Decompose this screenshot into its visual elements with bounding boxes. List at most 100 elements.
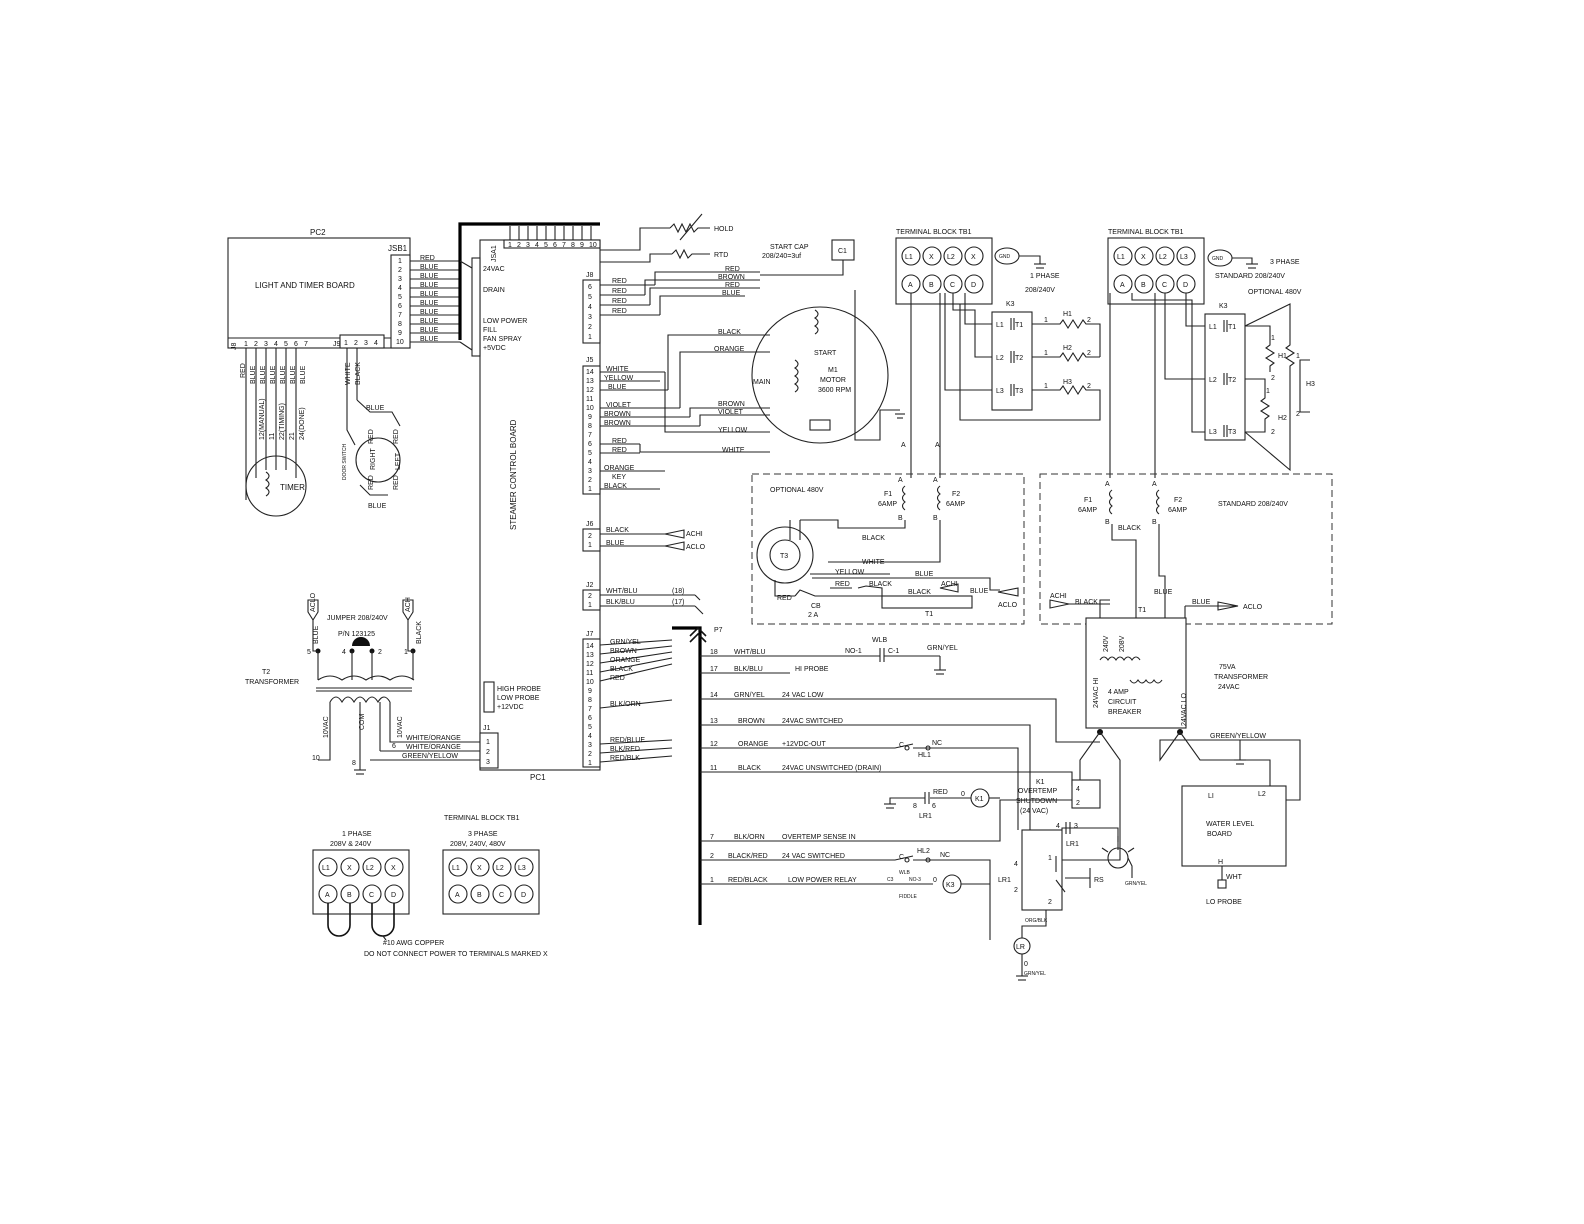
svg-text:RED: RED — [612, 298, 627, 305]
svg-text:0: 0 — [961, 791, 965, 798]
svg-text:12: 12 — [586, 661, 594, 668]
svg-text:A: A — [1120, 282, 1125, 289]
svg-text:OVERTEMP SENSE IN: OVERTEMP SENSE IN — [782, 834, 856, 841]
svg-text:C: C — [499, 892, 504, 899]
svg-text:P7: P7 — [714, 627, 723, 634]
svg-text:T3: T3 — [780, 553, 788, 560]
svg-text:2: 2 — [588, 593, 592, 600]
svg-text:3: 3 — [1074, 823, 1078, 830]
svg-text:BLACK: BLACK — [1118, 525, 1141, 532]
svg-text:C: C — [950, 282, 955, 289]
svg-text:4: 4 — [535, 242, 539, 249]
svg-text:J8: J8 — [586, 272, 594, 279]
pc1-j7: J7 14 13 12 11 10 9 8 7 6 5 4 3 2 1 GRN/… — [582, 631, 673, 768]
svg-text:D: D — [971, 282, 976, 289]
svg-text:GRN/YEL: GRN/YEL — [927, 645, 958, 652]
pc1-board-name: STEAMER CONTROL BOARD — [509, 419, 518, 530]
svg-text:+5VDC: +5VDC — [483, 345, 506, 352]
svg-text:MOTOR: MOTOR — [820, 377, 846, 384]
svg-text:+12VDC-OUT: +12VDC-OUT — [782, 741, 826, 748]
svg-text:75VA: 75VA — [1219, 664, 1236, 671]
svg-text:LR: LR — [1016, 944, 1025, 951]
svg-text:BLACK: BLACK — [738, 765, 761, 772]
svg-text:GND: GND — [999, 254, 1011, 260]
svg-text:24VAC LO: 24VAC LO — [1181, 693, 1188, 726]
svg-text:A: A — [908, 282, 913, 289]
svg-text:BLUE: BLUE — [420, 336, 439, 343]
svg-text:BLUE: BLUE — [420, 300, 439, 307]
svg-text:2: 2 — [486, 749, 490, 756]
svg-text:T2: T2 — [1228, 377, 1236, 384]
svg-text:BLK/BLU: BLK/BLU — [734, 666, 763, 673]
svg-text:3: 3 — [364, 340, 368, 347]
svg-text:1 PHASE: 1 PHASE — [342, 831, 372, 838]
svg-text:B: B — [929, 282, 934, 289]
svg-text:OPTIONAL 480V: OPTIONAL 480V — [1248, 289, 1302, 296]
svg-text:1: 1 — [1044, 383, 1048, 390]
svg-text:BLUE: BLUE — [420, 327, 439, 334]
standard-208-240v-section: STANDARD 208/240V F1 6AMP F2 6AMP A B A … — [1039, 473, 1333, 640]
svg-text:A: A — [933, 477, 938, 484]
jsb1-pins: 1 2 3 4 5 6 7 8 9 10 — [396, 258, 404, 346]
svg-text:3: 3 — [264, 341, 268, 348]
svg-text:CB: CB — [811, 603, 821, 610]
svg-text:2: 2 — [588, 751, 592, 758]
svg-text:L2: L2 — [496, 865, 504, 872]
svg-text:0: 0 — [1024, 961, 1028, 968]
timer-motor: TIMER — [245, 455, 307, 517]
svg-text:RED: RED — [420, 255, 435, 262]
svg-text:GRN/YEL: GRN/YEL — [1125, 881, 1147, 887]
svg-text:8: 8 — [913, 803, 917, 810]
svg-text:13: 13 — [586, 378, 594, 385]
svg-text:ACH: ACH — [405, 597, 412, 612]
svg-text:5: 5 — [588, 724, 592, 731]
svg-text:10: 10 — [396, 339, 404, 346]
svg-text:L2: L2 — [366, 865, 374, 872]
svg-text:1: 1 — [588, 760, 592, 767]
svg-text:208/240V: 208/240V — [1025, 287, 1055, 294]
svg-text:RED: RED — [612, 447, 627, 454]
svg-text:4: 4 — [398, 285, 402, 292]
optional-480v-section: OPTIONAL 480V F1 6AMP F2 6AMP A B A B T3… — [751, 473, 1025, 625]
svg-text:BLUE: BLUE — [366, 405, 385, 412]
svg-text:3: 3 — [588, 468, 592, 475]
svg-text:13: 13 — [586, 652, 594, 659]
svg-text:L1: L1 — [996, 322, 1004, 329]
svg-text:4: 4 — [374, 340, 378, 347]
svg-text:4: 4 — [588, 733, 592, 740]
svg-text:BROWN: BROWN — [718, 401, 745, 408]
svg-text:ACLO: ACLO — [1243, 604, 1263, 611]
svg-text:BLUE: BLUE — [606, 540, 625, 547]
svg-text:H3: H3 — [1306, 381, 1315, 388]
svg-text:X: X — [971, 254, 976, 261]
svg-text:1: 1 — [588, 542, 592, 549]
svg-text:L2: L2 — [1209, 377, 1217, 384]
svg-text:C: C — [369, 892, 374, 899]
svg-text:FILL: FILL — [483, 327, 497, 334]
start-capacitor: START CAP 208/240=3uf C1 — [760, 239, 855, 276]
svg-text:RED/BLUE: RED/BLUE — [610, 737, 645, 744]
svg-text:YELLOW: YELLOW — [604, 375, 634, 382]
svg-text:BLACK: BLACK — [718, 329, 741, 336]
svg-text:RED: RED — [777, 595, 792, 602]
svg-text:2: 2 — [1087, 383, 1091, 390]
svg-text:2: 2 — [1271, 375, 1275, 382]
hold-rtd: HOLD RTD RED BROWN RED BLUE — [600, 213, 760, 315]
svg-text:2: 2 — [1014, 887, 1018, 894]
svg-text:6AMP: 6AMP — [1078, 507, 1097, 514]
svg-text:4: 4 — [1014, 861, 1018, 868]
p7-rows: 18 WHT/BLU NO-1 17 BLK/BLU HI PROBE 14 G… — [700, 648, 1100, 940]
svg-text:GND: GND — [1212, 256, 1224, 262]
svg-text:(24 VAC): (24 VAC) — [1020, 808, 1048, 815]
svg-text:J7: J7 — [586, 631, 594, 638]
svg-text:J6: J6 — [586, 521, 594, 528]
svg-text:1: 1 — [588, 486, 592, 493]
svg-text:BLACK: BLACK — [610, 666, 633, 673]
svg-text:4: 4 — [274, 341, 278, 348]
pc1-title: PC1 — [530, 773, 546, 782]
svg-text:BLACK: BLACK — [869, 581, 892, 588]
svg-text:RED: RED — [612, 438, 627, 445]
svg-text:START CAP: START CAP — [770, 244, 809, 251]
svg-text:8: 8 — [398, 321, 402, 328]
svg-text:CIRCUIT: CIRCUIT — [1108, 699, 1137, 706]
